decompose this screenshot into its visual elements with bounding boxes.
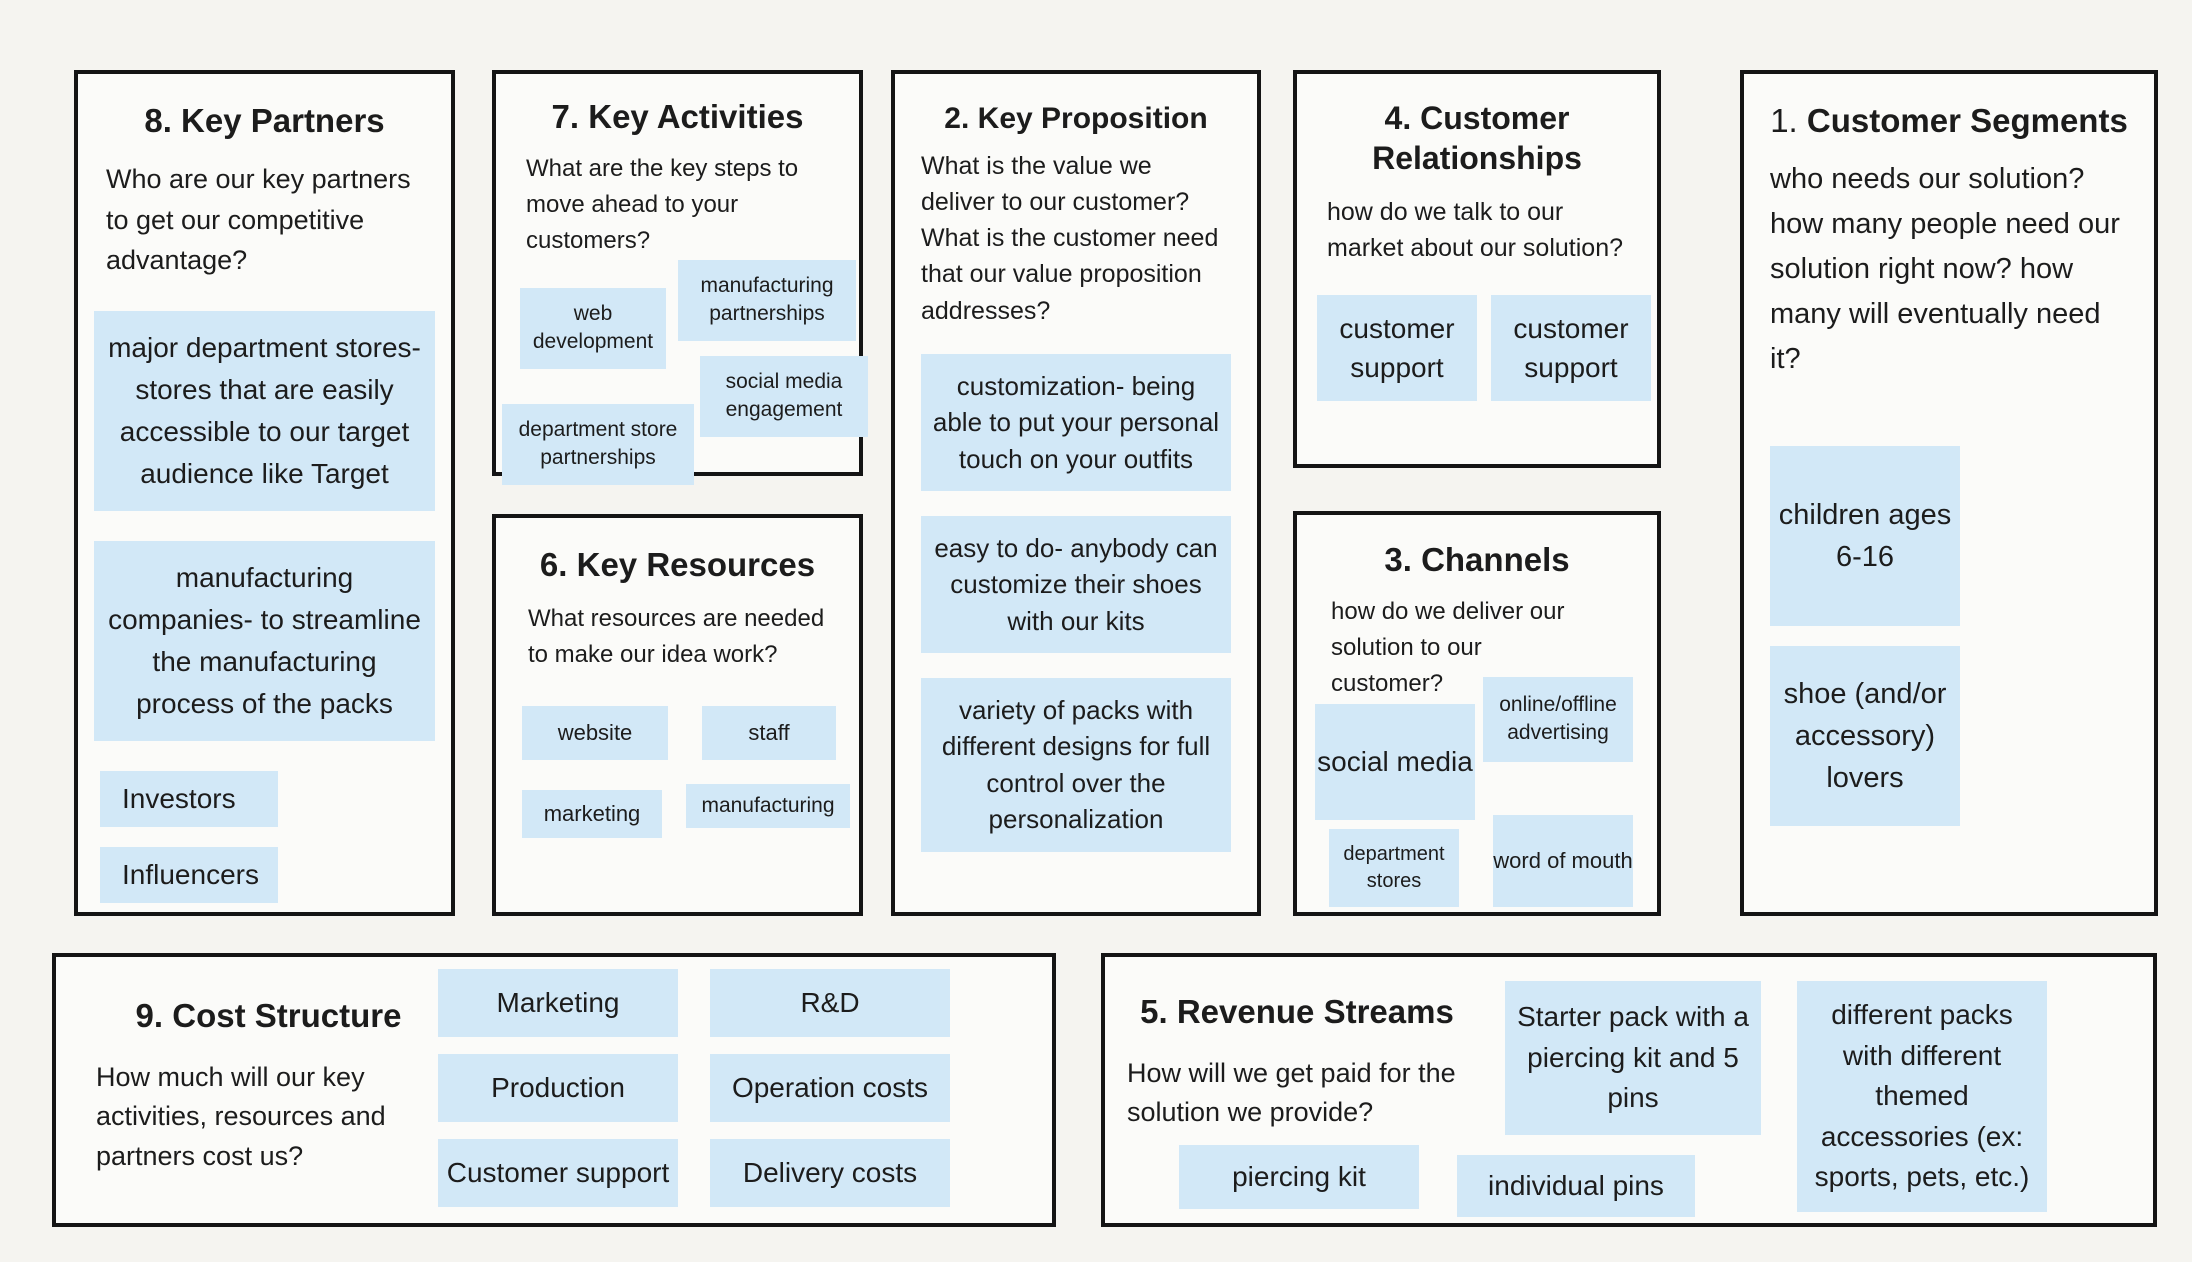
section-header-block: 9. Cost Structure How much will our key …: [96, 995, 441, 1176]
sticky-note-online-offline-advertising[interactable]: online/offline advertising: [1483, 677, 1633, 762]
section-description: Who are our key partners to get our comp…: [106, 164, 411, 276]
sticky-note-department-stores[interactable]: department stores: [1329, 829, 1459, 907]
sticky-note-web-development[interactable]: web development: [520, 288, 666, 369]
sticky-note-rnd[interactable]: R&D: [710, 969, 950, 1037]
sticky-note-delivery-costs[interactable]: Delivery costs: [710, 1139, 950, 1207]
sticky-note-marketing[interactable]: Marketing: [438, 969, 678, 1037]
sticky-note-starter-pack[interactable]: Starter pack with a piercing kit and 5 p…: [1505, 981, 1761, 1135]
sticky-note-operation-costs[interactable]: Operation costs: [710, 1054, 950, 1122]
sticky-note-department-store-partnerships[interactable]: department store partnerships: [502, 404, 694, 485]
section-customer-segments: 1. Customer Segments who needs our solut…: [1740, 70, 2158, 916]
sticky-note-shoe-lovers[interactable]: shoe (and/or accessory) lovers: [1770, 646, 1960, 826]
sticky-note-individual-pins[interactable]: individual pins: [1457, 1155, 1695, 1217]
section-title-number: 1.: [1770, 102, 1798, 139]
section-title: 5. Revenue Streams: [1140, 993, 1454, 1030]
section-description: how do we deliver our solution to our cu…: [1331, 598, 1565, 698]
section-key-partners: 8. Key Partners Who are our key partners…: [74, 70, 455, 916]
section-description: How will we get paid for the solution we…: [1127, 1058, 1456, 1128]
section-revenue-streams: 5. Revenue Streams How will we get paid …: [1101, 953, 2157, 1227]
section-title: 3. Channels: [1384, 541, 1570, 578]
section-key-resources: 6. Key Resources What resources are need…: [492, 514, 863, 916]
sticky-note-manufacturing[interactable]: manufacturing: [686, 784, 850, 828]
section-channels: 3. Channels how do we deliver our soluti…: [1293, 511, 1661, 916]
sticky-note-staff[interactable]: staff: [702, 706, 836, 760]
notes-grid: Marketing R&D Production Operation costs…: [438, 969, 950, 1207]
section-title: 4. Customer Relationships: [1372, 100, 1582, 176]
sticky-note-customer-support-1[interactable]: customer support: [1317, 294, 1477, 401]
sticky-note-social-media-engagement[interactable]: social media engagement: [700, 356, 868, 437]
section-key-proposition: 2. Key Proposition What is the value we …: [891, 70, 1261, 916]
section-description: how do we talk to our market about our s…: [1327, 198, 1624, 263]
section-description: What are the key steps to move ahead to …: [526, 155, 799, 255]
section-title: 7. Key Activities: [551, 98, 804, 135]
section-title: 6. Key Resources: [539, 546, 816, 583]
sticky-note-easy-to-do[interactable]: easy to do- anybody can customize their …: [921, 515, 1231, 654]
sticky-note-marketing[interactable]: marketing: [522, 790, 662, 838]
sticky-note-piercing-kit[interactable]: piercing kit: [1179, 1145, 1419, 1209]
section-description: What resources are needed to make our id…: [528, 605, 825, 669]
section-key-activities: 7. Key Activities What are the key steps…: [492, 70, 868, 485]
sticky-note-themed-packs[interactable]: different packs with different themed ac…: [1797, 981, 2047, 1212]
sticky-note-manufacturing-partnerships[interactable]: manufacturing partnerships: [678, 260, 856, 341]
sticky-note-influencers[interactable]: Influencers: [100, 846, 278, 903]
sticky-note-word-of-mouth[interactable]: word of mouth: [1493, 815, 1633, 907]
sticky-note-customer-support-2[interactable]: customer support: [1491, 294, 1651, 401]
sticky-note-customization[interactable]: customization- being able to put your pe…: [921, 353, 1231, 491]
section-title: 1. Customer Segments: [1756, 100, 2142, 141]
section-customer-relationships: 4. Customer Relationships how do we talk…: [1293, 70, 1661, 468]
sticky-note-children-ages[interactable]: children ages 6-16: [1770, 446, 1960, 626]
notes-row: customer support customer support: [1317, 294, 1657, 401]
sticky-note-production[interactable]: Production: [438, 1054, 678, 1122]
section-title-text: Customer Segments: [1806, 102, 2128, 139]
section-description: who needs our solution? how many people …: [1770, 163, 2120, 375]
sticky-note-manufacturing-companies[interactable]: manufacturing companies- to streamline t…: [94, 540, 435, 741]
section-description: What is the value we deliver to our cust…: [921, 151, 1219, 325]
sticky-note-social-media[interactable]: social media: [1315, 704, 1475, 820]
section-cost-structure: 9. Cost Structure How much will our key …: [52, 953, 1056, 1227]
sticky-note-website[interactable]: website: [522, 706, 668, 760]
sticky-note-customer-support[interactable]: Customer support: [438, 1139, 678, 1207]
section-description: How much will our key activities, resour…: [96, 1062, 386, 1171]
section-title: 9. Cost Structure: [135, 997, 402, 1034]
sticky-note-department-stores[interactable]: major department stores- stores that are…: [94, 310, 435, 511]
section-title: 2. Key Proposition: [944, 102, 1208, 135]
section-title: 8. Key Partners: [144, 102, 385, 139]
sticky-note-variety-of-packs[interactable]: variety of packs with different designs …: [921, 678, 1231, 852]
sticky-note-investors[interactable]: Investors: [100, 770, 278, 827]
section-header-block: 5. Revenue Streams How will we get paid …: [1127, 991, 1467, 1133]
